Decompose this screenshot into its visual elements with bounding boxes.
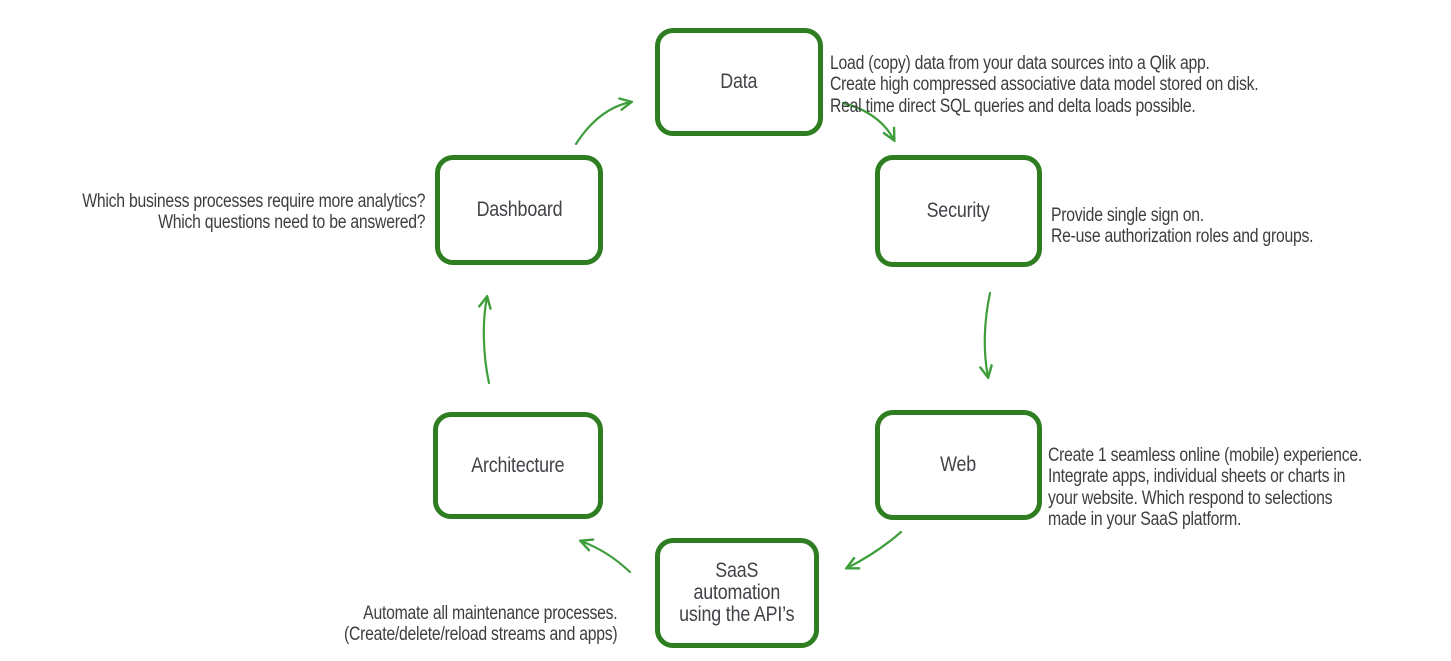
note-security: Provide single sign on. Re-use authoriza… (1051, 183, 1367, 248)
arrow-saas-to-architecture (581, 541, 632, 574)
node-web: Web (875, 410, 1042, 520)
arrow-web-to-saas (847, 530, 903, 568)
note-saas-automation: Automate all maintenance processes. (Cre… (288, 581, 618, 646)
node-web-label: Web (940, 453, 977, 476)
node-architecture: Architecture (433, 412, 603, 519)
note-security-text: Provide single sign on. Re-use authoriza… (1051, 204, 1314, 248)
note-dashboard-text: Which business processes require more an… (81, 190, 425, 234)
note-data-text: Load (copy) data from your data sources … (830, 52, 1259, 117)
node-dashboard-label: Dashboard (476, 198, 562, 221)
arrow-architecture-to-dashboard (484, 297, 489, 385)
note-saas-automation-text: Automate all maintenance processes. (Cre… (343, 602, 618, 646)
node-data-label: Data (720, 70, 758, 93)
note-dashboard: Which business processes require more an… (12, 169, 425, 234)
node-dashboard: Dashboard (435, 155, 603, 265)
node-data: Data (655, 28, 823, 136)
node-security: Security (875, 155, 1042, 267)
node-saas-automation: SaaS automation using the API’s (655, 538, 819, 648)
node-security-label: Security (926, 199, 991, 222)
note-web: Create 1 seamless online (mobile) experi… (1048, 423, 1426, 531)
arrow-dashboard-to-data (574, 102, 631, 146)
note-web-text: Create 1 seamless online (mobile) experi… (1048, 444, 1362, 531)
node-saas-automation-label: SaaS automation using the API’s (679, 559, 795, 626)
node-architecture-label: Architecture (471, 453, 565, 477)
note-data: Load (copy) data from your data sources … (830, 31, 1346, 117)
arrow-security-to-web (985, 291, 990, 377)
